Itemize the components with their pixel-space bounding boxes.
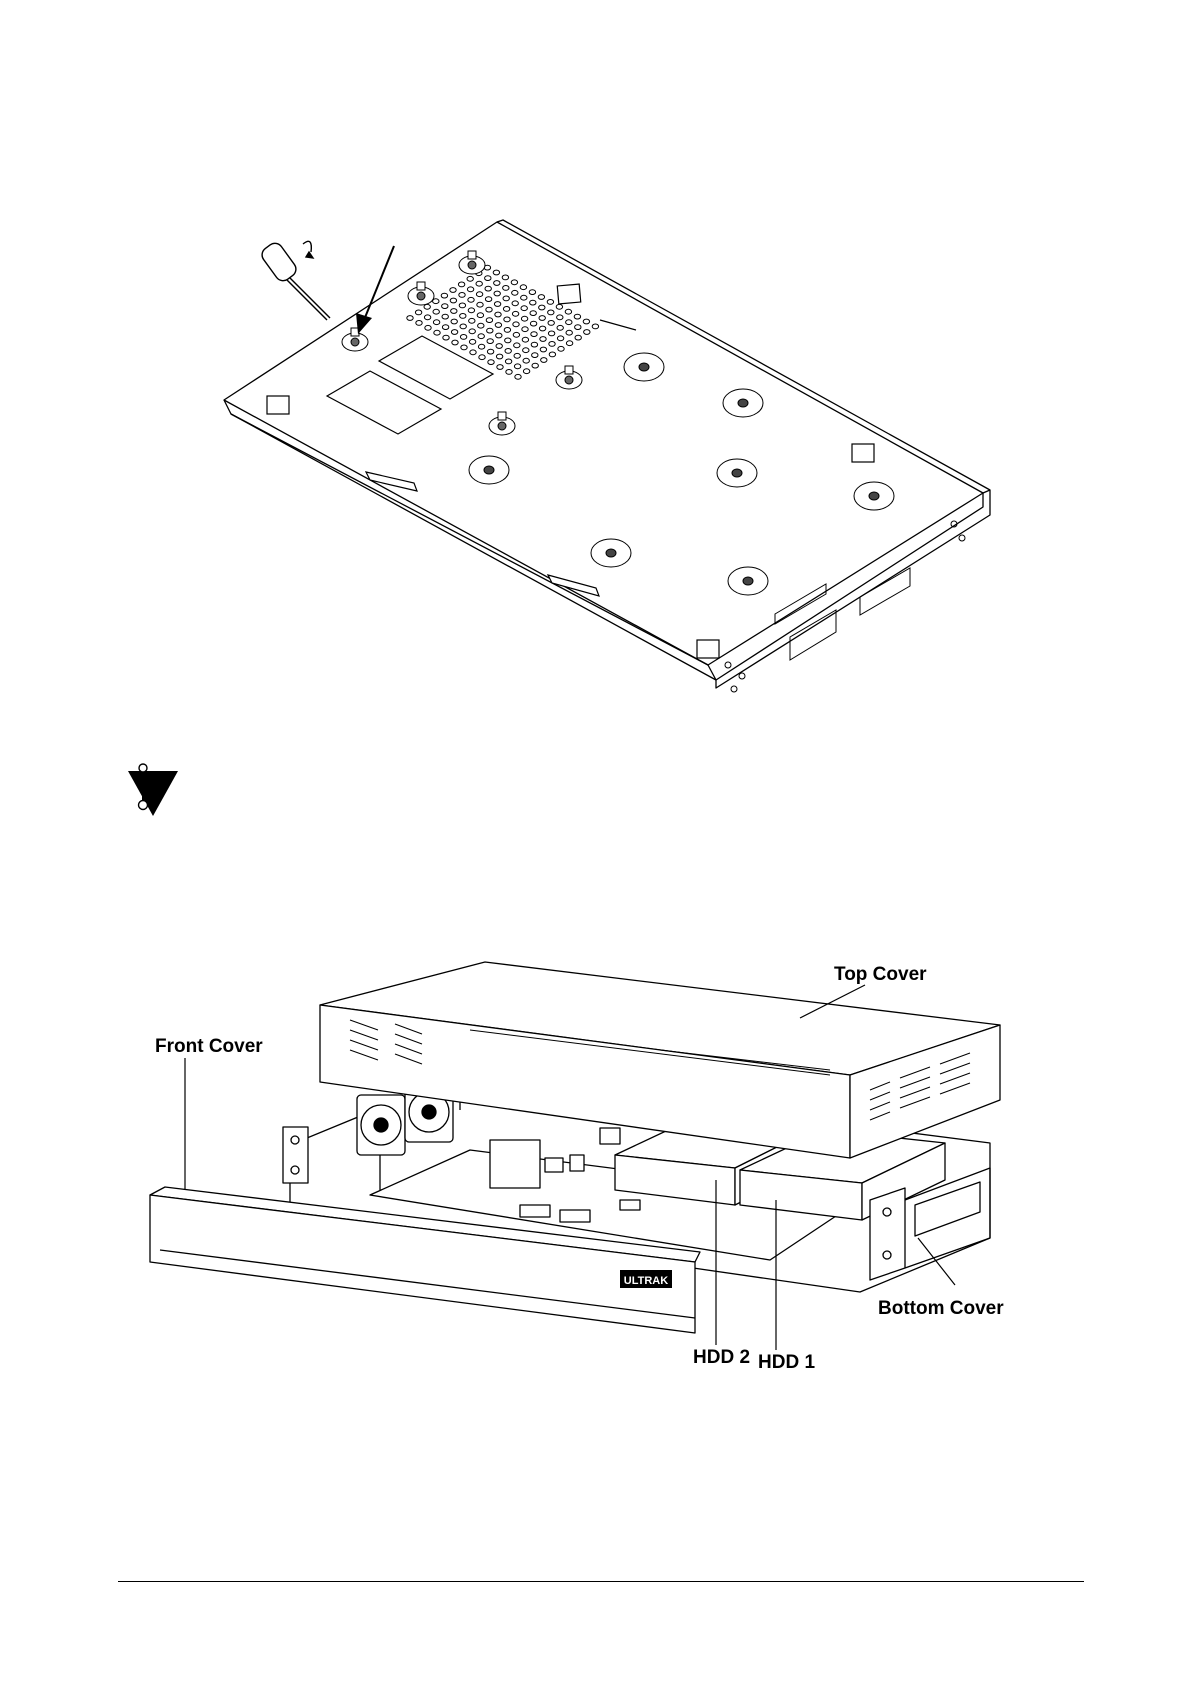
label-front-cover: Front Cover	[155, 1036, 263, 1057]
label-hdd2: HDD 2	[693, 1347, 750, 1368]
svg-text:ULTRAK: ULTRAK	[624, 1275, 668, 1287]
label-hdd1: HDD 1	[758, 1352, 815, 1373]
rack-ear-right	[870, 1188, 905, 1280]
transformer	[490, 1140, 540, 1188]
brand-badge: ULTRAK	[620, 1270, 672, 1288]
footer-rule	[118, 1581, 1084, 1582]
label-bottom-cover: Bottom Cover	[878, 1298, 1004, 1319]
label-top-cover: Top Cover	[834, 964, 927, 985]
fan-icon	[357, 1095, 405, 1155]
